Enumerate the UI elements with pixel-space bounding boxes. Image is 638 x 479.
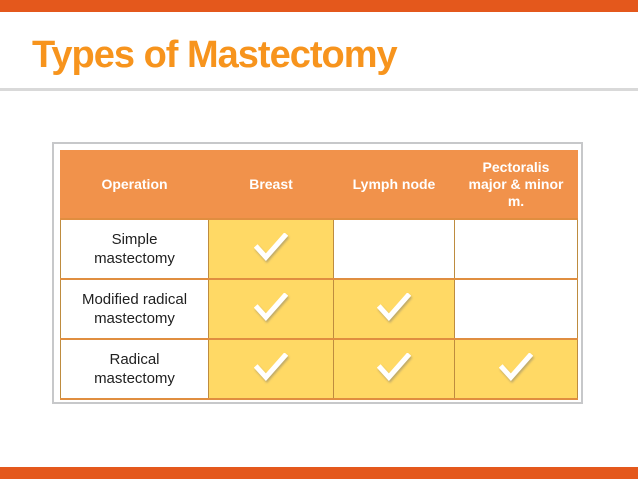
table-row: Simple mastectomy	[60, 218, 578, 280]
checkmark-icon	[498, 351, 534, 381]
table-row: Radical mastectomy	[60, 338, 578, 400]
check-cell	[333, 338, 455, 400]
column-header: Lymph node	[333, 150, 455, 220]
top-accent-bar	[0, 0, 638, 12]
title-underline	[0, 88, 638, 91]
check-cell	[454, 338, 578, 400]
column-header: Pectoralis major & minor m.	[454, 150, 578, 220]
empty-cell	[454, 278, 578, 340]
check-cell	[208, 278, 334, 340]
operation-cell: Simple mastectomy	[60, 218, 209, 280]
operation-cell: Modified radical mastectomy	[60, 278, 209, 340]
check-cell	[208, 338, 334, 400]
checkmark-icon	[376, 291, 412, 321]
column-header: Operation	[60, 150, 209, 220]
table-row: Modified radical mastectomy	[60, 278, 578, 340]
operation-cell: Radical mastectomy	[60, 338, 209, 400]
checkmark-icon	[376, 351, 412, 381]
bottom-accent-bar	[0, 467, 638, 479]
checkmark-icon	[253, 351, 289, 381]
empty-cell	[333, 218, 455, 280]
check-cell	[333, 278, 455, 340]
column-header: Breast	[208, 150, 334, 220]
check-cell	[208, 218, 334, 280]
slide-title: Types of Mastectomy	[32, 34, 398, 76]
checkmark-icon	[253, 231, 289, 261]
checkmark-icon	[253, 291, 289, 321]
empty-cell	[454, 218, 578, 280]
